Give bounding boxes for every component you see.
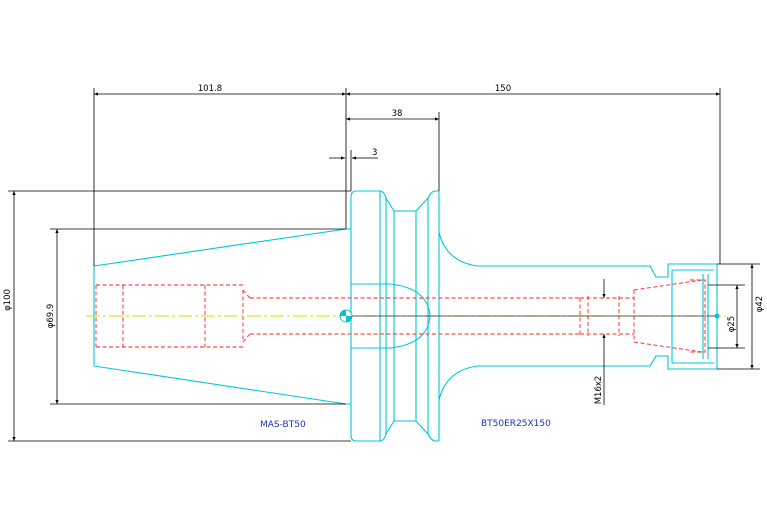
part-number-label: BT50ER25X150 xyxy=(481,419,551,429)
dim-taper-diameter: φ69.9 xyxy=(46,304,56,329)
dim-body-length: 150 xyxy=(495,84,511,94)
shank-standard-label: MAS-BT50 xyxy=(260,420,306,430)
dimension-lines xyxy=(8,88,760,442)
dim-collet-diameter: φ25 xyxy=(727,316,737,332)
origin-marker xyxy=(339,309,353,323)
dim-taper-length: 101.8 xyxy=(198,84,222,94)
dim-thread: M16x2 xyxy=(594,376,604,405)
dim-flange-diameter: φ100 xyxy=(3,289,13,311)
end-marker xyxy=(714,313,720,319)
dim-gap: 3 xyxy=(372,148,377,158)
dim-flange-length: 38 xyxy=(392,109,403,119)
dim-nose-diameter: φ42 xyxy=(755,296,765,312)
